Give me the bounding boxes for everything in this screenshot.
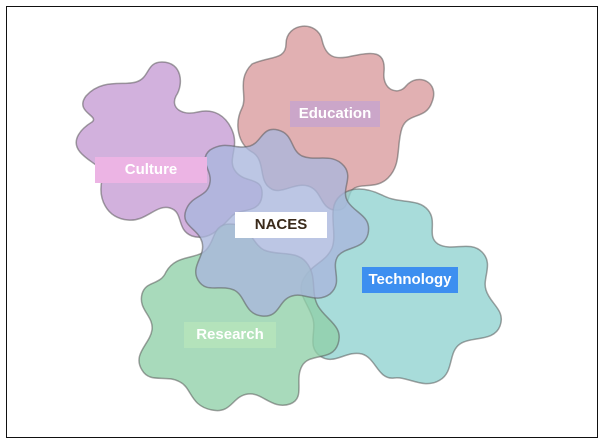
technology-label: Technology <box>362 267 458 293</box>
education-label: Education <box>290 101 380 127</box>
naces-label: NACES <box>235 212 327 238</box>
research-label: Research <box>184 322 276 348</box>
culture-label: Culture <box>95 157 207 183</box>
